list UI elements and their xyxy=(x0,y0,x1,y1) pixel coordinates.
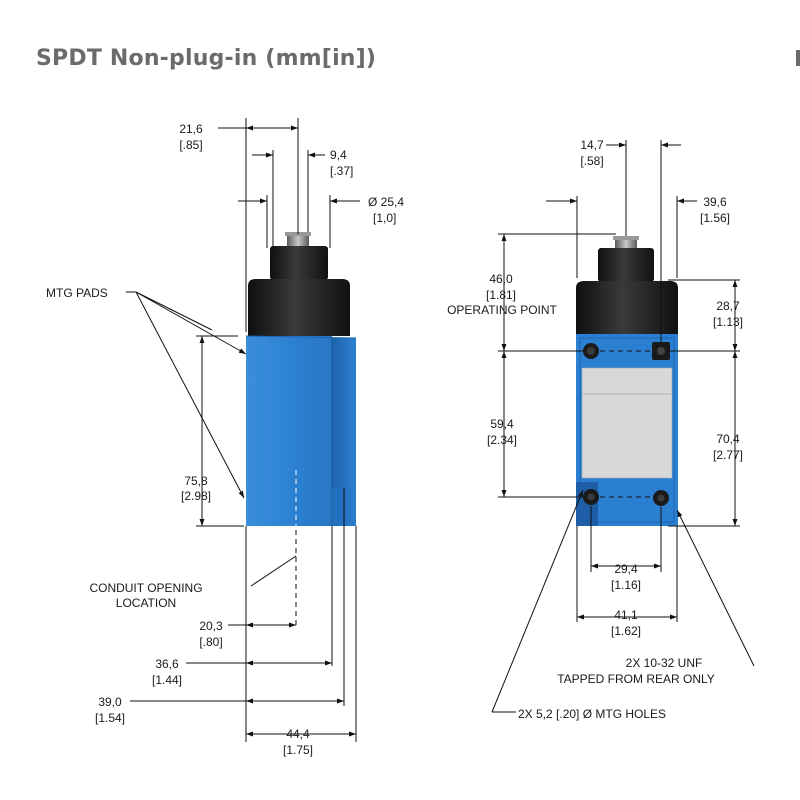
dim-46-0-in: [1.81] xyxy=(486,288,516,302)
side-texts: 21,6 [.85] 9,4 [.37] Ø 25,4 [1,0] MTG PA… xyxy=(46,122,404,757)
head-cap xyxy=(248,279,350,336)
dim-46-0: 46,0 xyxy=(489,272,513,286)
dim-75-8: 75,8 xyxy=(184,474,208,488)
dim-36-6-in: [1.44] xyxy=(152,673,182,687)
dim-39-6: 39,6 xyxy=(703,195,727,209)
front-view xyxy=(576,236,678,526)
side-dimensions xyxy=(126,118,360,742)
plunger xyxy=(287,234,309,248)
dim-59-4-in: [2.34] xyxy=(487,433,517,447)
dim-21-6: 21,6 xyxy=(179,122,203,136)
dim-29-4: 29,4 xyxy=(614,562,638,576)
front-texts: 14,7 [.58] 39,6 [1.56] 46,0 [1.81] OPERA… xyxy=(447,138,743,721)
dim-70-4-in: [2.77] xyxy=(713,448,743,462)
dim-36-6: 36,6 xyxy=(155,657,179,671)
dim-70-4: 70,4 xyxy=(716,432,740,446)
conduit-label-2: LOCATION xyxy=(116,596,176,610)
page-title: SPDT Non-plug-in (mm[in]) xyxy=(36,46,377,71)
mtg-pads-label: MTG PADS xyxy=(46,286,108,300)
dim-14-7: 14,7 xyxy=(580,138,604,152)
edge-mark xyxy=(796,50,800,66)
dim-39-0-in: [1.54] xyxy=(95,711,125,725)
dim-28-7: 28,7 xyxy=(716,299,740,313)
dim-59-4: 59,4 xyxy=(490,417,514,431)
plunger-base xyxy=(270,246,328,280)
dim-20-3: 20,3 xyxy=(199,619,223,633)
dim-25-4-in: [1,0] xyxy=(373,211,396,225)
dim-41-1-in: [1.62] xyxy=(611,624,641,638)
front-plunger-base xyxy=(598,248,654,282)
dim-20-3-in: [.80] xyxy=(199,635,222,649)
dim-28-7-in: [1.13] xyxy=(713,315,743,329)
dim-21-6-in: [.85] xyxy=(179,138,202,152)
dim-41-1: 41,1 xyxy=(614,608,638,622)
label-panel xyxy=(581,367,673,479)
switch-body xyxy=(246,336,332,526)
tapped-label-2: TAPPED FROM REAR ONLY xyxy=(557,672,715,686)
operating-point-label: OPERATING POINT xyxy=(447,303,557,317)
mtg-holes-label: 2X 5,2 [.20] Ø MTG HOLES xyxy=(518,707,666,721)
dim-75-8-in: [2.98] xyxy=(181,489,211,503)
dim-39-0: 39,0 xyxy=(98,695,122,709)
front-head-cap xyxy=(576,281,678,336)
dim-25-4: Ø 25,4 xyxy=(368,195,404,209)
dim-14-7-in: [.58] xyxy=(580,154,603,168)
tapped-label: 2X 10-32 UNF xyxy=(626,656,703,670)
conduit-label: CONDUIT OPENING xyxy=(89,581,202,595)
dim-9-4: 9,4 xyxy=(330,148,347,162)
dim-29-4-in: [1.16] xyxy=(611,578,641,592)
dim-44-4-in: [1.75] xyxy=(283,743,313,757)
dim-39-6-in: [1.56] xyxy=(700,211,730,225)
front-dimensions xyxy=(491,140,755,713)
dim-44-4: 44,4 xyxy=(286,727,310,741)
side-view xyxy=(245,232,357,526)
dim-9-4-in: [.37] xyxy=(330,164,353,178)
